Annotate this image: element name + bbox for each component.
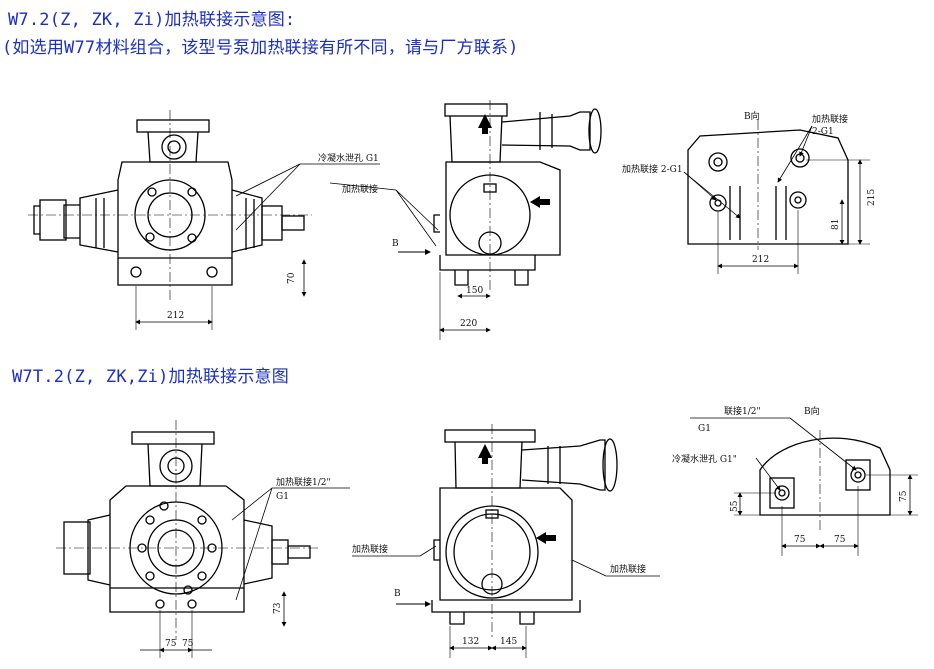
top-bview-label-heat-right: 加热联接	[812, 113, 848, 125]
bottom-bview	[759, 430, 891, 530]
top-front-view	[28, 110, 312, 300]
bottom-front-dim-73: 73	[273, 602, 283, 614]
bottom-side-view	[431, 424, 618, 640]
top-bview-label-heat-left: 加热联接 2-G1	[622, 163, 683, 175]
bottom-bview-label-g1: G1	[698, 424, 711, 434]
top-front-label-drain: 冷凝水泄孔 G1	[318, 152, 379, 164]
bottom-bview-label-drain: 冷凝水泄孔 G1"	[672, 453, 737, 465]
bottom-side-label-b: B	[394, 589, 401, 599]
bottom-bview-dim-75a: 75	[794, 535, 806, 545]
bottom-front-label-heat: 加热联接1/2"	[276, 476, 331, 488]
bottom-bview-dim-55: 55	[730, 500, 740, 512]
top-bview-dim-212: 212	[752, 255, 769, 265]
title-w72: W7.2(Z, ZK, Zi)加热联接示意图:	[8, 10, 296, 30]
bottom-side-dim-145: 145	[500, 637, 517, 647]
bottom-side-label-heat-left: 加热联接	[352, 543, 388, 555]
bottom-front-dim-75a: 75	[165, 639, 177, 649]
top-bview	[687, 120, 849, 250]
bottom-front-annotations: 加热联接1/2" G1 73 75 75	[140, 476, 350, 658]
bottom-bview-dim-75b: 75	[834, 535, 846, 545]
top-bview-dim-215: 215	[867, 189, 877, 206]
top-side-dim-150: 150	[466, 286, 483, 296]
title-note: (如选用W77材料组合，该型号泵加热联接有所不同，请与厂方联系)	[2, 38, 519, 58]
top-side-label-b: B	[392, 239, 399, 249]
top-front-dim-width: 212	[167, 311, 184, 321]
top-bview-label-g1-right: 2-G1	[812, 127, 834, 137]
bottom-side-label-heat-right: 加热联接	[610, 563, 646, 575]
top-side-label-heat: 加热联接	[342, 183, 378, 195]
top-bview-annotations: B向 加热联接 2-G1 加热联接 2-G1 215 81 212	[622, 110, 877, 274]
top-front-dim-height: 70	[287, 272, 297, 284]
bottom-front-label-g1: G1	[276, 492, 289, 502]
bottom-side-annotations: 加热联接 加热联接 B 132 145	[352, 444, 660, 658]
top-bview-dim-81: 81	[831, 219, 841, 230]
top-front-annotations: 冷凝水泄孔 G1 70 212	[135, 152, 380, 330]
bottom-side-dim-132: 132	[462, 637, 479, 647]
bottom-bview-dim-75-right: 75	[899, 490, 909, 502]
top-side-dim-220: 220	[460, 319, 477, 329]
bottom-bview-label-top: 联接1/2"	[724, 405, 761, 417]
top-bview-label-bview: B向	[744, 110, 760, 122]
bottom-bview-annotations: 联接1/2" G1 B向 冷凝水泄孔 G1" 55 75 75 75	[672, 405, 918, 556]
bottom-bview-label-bview: B向	[804, 405, 820, 417]
bottom-front-view	[56, 420, 318, 640]
title-w7t2: W7T.2(Z, ZK,Zi)加热联接示意图	[12, 367, 289, 387]
top-side-arrows: B 加热联接 150 220	[329, 114, 550, 340]
bottom-front-dim-75b: 75	[182, 639, 194, 649]
top-side-view	[433, 100, 602, 290]
